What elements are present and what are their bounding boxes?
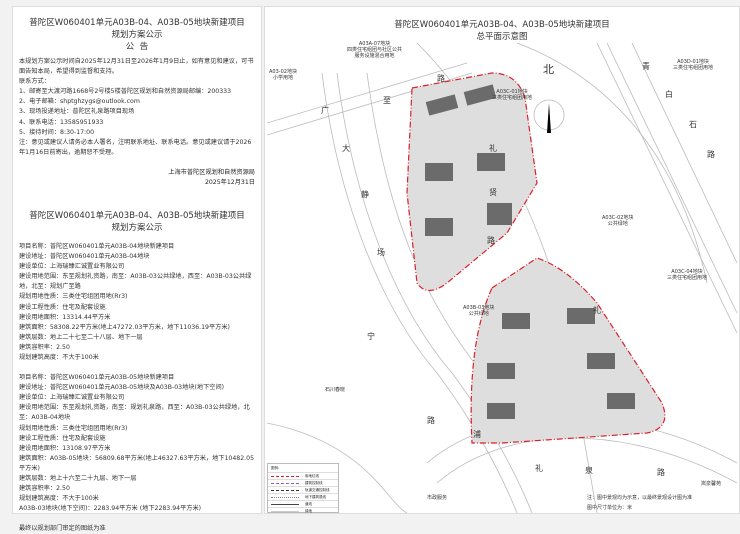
info-line: 建筑面积：58308.22平方米(地上47272.03平方米，地下11036.1… bbox=[19, 323, 230, 331]
site-plan-drawing bbox=[266, 42, 738, 514]
site-plan-map: 北 A03A-07地块 四类住宅组团与社区公共 服务设施混合用地 A03-02地… bbox=[266, 41, 738, 514]
legend-item: 绿地 bbox=[268, 507, 338, 514]
issuer: 上海市普陀区规划和自然资源局 bbox=[168, 168, 255, 176]
road-char: 礼 bbox=[593, 306, 601, 315]
plan-note: 注：图中景观均为示意，以最终景观设计图为准 bbox=[587, 495, 693, 501]
info-line: 建设用地范围：东至规划礼资路，南至：规划礼泉路，西至：A03B-03公共绿地，北… bbox=[19, 404, 250, 422]
info-line: 建筑面积：A03B-05地块：56809.68平方米(地上46327.63平方米… bbox=[19, 454, 255, 472]
plan-subtitle: 总平面示意图 bbox=[476, 32, 528, 42]
north-label: 北 bbox=[543, 63, 554, 76]
info-line: 建筑容积率：2.50 bbox=[19, 485, 70, 493]
info-line: 2、电子邮箱：shptghzygs@outlook.com bbox=[19, 98, 140, 106]
info-line: 注：意见或建议人请务必本人署名，注明联系地址、联系电话。意见或建议请于2026年… bbox=[19, 138, 252, 156]
legend: 图例： 用地红线 建筑控制线 轨道交通控制线 地下建筑退线 道线 绿地 bbox=[267, 463, 339, 513]
info-line: 规划建筑高度：不大于100米 bbox=[19, 353, 99, 361]
info-line: 项目名称：普陀区W060401单元A03B-05地块新建项目 bbox=[19, 374, 175, 382]
label-a03d-01: A03D-01地块 三类住宅组团用地 bbox=[673, 59, 714, 71]
scheme-subtitle: 规划方案公示 bbox=[111, 222, 163, 233]
info-line: 建设工程性质：住宅及配套设施 bbox=[19, 303, 106, 311]
site-plan-panel: 普陀区W060401单元A03B-04、A03B-05地块新建项目 总平面示意图… bbox=[264, 6, 740, 514]
info-line: 建设用地面积：13108.97平方米 bbox=[19, 444, 111, 452]
road-char: 路 bbox=[707, 150, 715, 159]
road-char: 青 bbox=[642, 62, 650, 71]
legend-label: 建筑控制线 bbox=[305, 480, 323, 485]
road-char: 路 bbox=[657, 468, 665, 477]
legend-item: 建筑控制线 bbox=[268, 479, 338, 486]
road-char: 宁 bbox=[367, 332, 375, 341]
info-line: 4、联系电话：13585951933 bbox=[19, 118, 104, 126]
info-line: 建设用地面积：13314.44平方米 bbox=[19, 313, 111, 321]
legend-label: 地下建筑退线 bbox=[305, 494, 326, 499]
road-char: 静 bbox=[361, 190, 369, 199]
info-line: 5、接待时间：8:30-17:00 bbox=[19, 128, 95, 136]
info-line: 建设地址：普陀区W060401单元A03B-04地块 bbox=[19, 253, 150, 261]
legend-item: 地下建筑退线 bbox=[268, 493, 338, 500]
legend-label: 道线 bbox=[305, 501, 312, 506]
label-a03b-03: A03B-03地块 公共绿地 bbox=[463, 305, 495, 317]
road-char: 至 bbox=[383, 96, 391, 105]
info-line: 建筑容积率：2.50 bbox=[19, 343, 70, 351]
road-char: 贤 bbox=[489, 188, 497, 197]
road-char: 场 bbox=[377, 248, 385, 257]
notice-body: 本规划方案公示时间自2025年12月31日至2026年1月9日止，如有意见和建议… bbox=[13, 57, 261, 158]
label-municipal: 市政服务 bbox=[427, 495, 448, 501]
label-shichuan: 石川春晓 bbox=[325, 387, 346, 393]
info-line: 3、现场投递地址：普陀区礼泉路项目现场 bbox=[19, 108, 135, 116]
block-05-info: 项目名称：普陀区W060401单元A03B-05地块新建项目建设地址：普陀区W0… bbox=[13, 373, 261, 514]
road-char: 广 bbox=[321, 106, 329, 115]
plan-unit-note: 图中尺寸单位为：米 bbox=[587, 505, 633, 511]
label-a03-02: A03-02地块 小学用地 bbox=[269, 69, 297, 81]
issue-date: 2025年12月31日 bbox=[204, 178, 255, 186]
scheme-footer: 最终以规划部门审定的图纸为准 bbox=[19, 525, 106, 533]
block-04-info: 项目名称：普陀区W060401单元A03B-04地块新建项目建设地址：普陀区W0… bbox=[13, 242, 261, 363]
info-line: 建筑层数：地上二十七至二十八层、地下一层 bbox=[19, 333, 143, 341]
info-line: 建设地址：普陀区W060401单元A03B-05地块及A03B-03地块(地下空… bbox=[19, 384, 225, 392]
info-line: A03B-03地块(地下空间)：2283.94平方米 (地下2283.94平方米… bbox=[19, 505, 202, 513]
info-line: 项目名称：普陀区W060401单元A03B-04地块新建项目 bbox=[19, 242, 175, 250]
notice-subtitle: 规划方案公示 bbox=[111, 30, 163, 40]
road-char: 路 bbox=[487, 236, 495, 245]
info-line: 规划用地性质：三类住宅组团用地(Rr3) bbox=[19, 293, 128, 301]
info-line: 建筑层数：地上十六至二十九层、地下一层 bbox=[19, 475, 137, 482]
legend-item: 用地红线 bbox=[268, 472, 338, 479]
notice-panel: 普陀区W060401单元A03B-04、A03B-05地块新建项目 规划方案公示… bbox=[12, 6, 262, 532]
label-a03a-07: A03A-07地块 四类住宅组团与社区公共 服务设施混合用地 bbox=[347, 41, 403, 59]
info-line: 建设用地范围：东至规划礼资路，南至：A03B-03公共绿地，西至：A03B-03… bbox=[19, 273, 252, 291]
road-char: 泉 bbox=[585, 466, 593, 475]
legend-item: 轨道交通控制线 bbox=[268, 486, 338, 493]
road-char: 白 bbox=[665, 90, 673, 99]
road-char: 石 bbox=[689, 120, 697, 129]
legend-title: 图例： bbox=[271, 466, 282, 470]
legend-label: 用地红线 bbox=[305, 473, 319, 478]
road-char: 礼 bbox=[489, 144, 497, 153]
info-line: 联系方式： bbox=[19, 78, 50, 86]
info-line: 规划建筑高度：不大于100米 bbox=[19, 495, 99, 503]
road-char: 浦 bbox=[473, 430, 481, 439]
info-line: 建设单位：上海瑞臻汇诚置业有限公司 bbox=[19, 394, 125, 402]
label-a03c-04: A03C-04地块 三类住宅组团用地 bbox=[667, 269, 708, 281]
info-line: 建设单位：上海瑞臻汇诚置业有限公司 bbox=[19, 263, 125, 271]
road-char: 路 bbox=[437, 74, 445, 83]
road-char: 路 bbox=[427, 416, 435, 425]
north-arrow-icon bbox=[547, 103, 551, 133]
label-a03c-02: A03C-02地块 公共绿地 bbox=[602, 215, 634, 227]
info-line: 1、邮寄至大渡河路1668号2号楼5楼普陀区规划和自然资源局邮编：200333 bbox=[19, 88, 232, 96]
info-line: 建设工程性质：住宅及配套设施 bbox=[19, 434, 106, 442]
plan-title: 普陀区W060401单元A03B-04、A03B-05地块新建项目 bbox=[394, 20, 610, 30]
road-char: 礼 bbox=[535, 464, 543, 473]
label-lanquan: 岚泉馨苑 bbox=[701, 481, 722, 487]
notice-heading: 公 告 bbox=[125, 42, 149, 52]
road-char: 大 bbox=[342, 144, 350, 153]
legend-label: 绿地 bbox=[305, 508, 312, 513]
notice-title: 普陀区W060401单元A03B-04、A03B-05地块新建项目 bbox=[29, 18, 245, 28]
scheme-title: 普陀区W060401单元A03B-04、A03B-05地块新建项目 bbox=[29, 210, 245, 221]
label-a03c-01: A03C-01地块 三类住宅组团用地 bbox=[492, 89, 533, 101]
legend-label: 轨道交通控制线 bbox=[305, 487, 330, 492]
info-line: 本规划方案公示时间自2025年12月31日至2026年1月9日止，如有意见和建议… bbox=[19, 58, 254, 76]
info-line: 规划用地性质：三类住宅组团用地(Rr3) bbox=[19, 424, 128, 432]
legend-item: 道线 bbox=[268, 500, 338, 507]
